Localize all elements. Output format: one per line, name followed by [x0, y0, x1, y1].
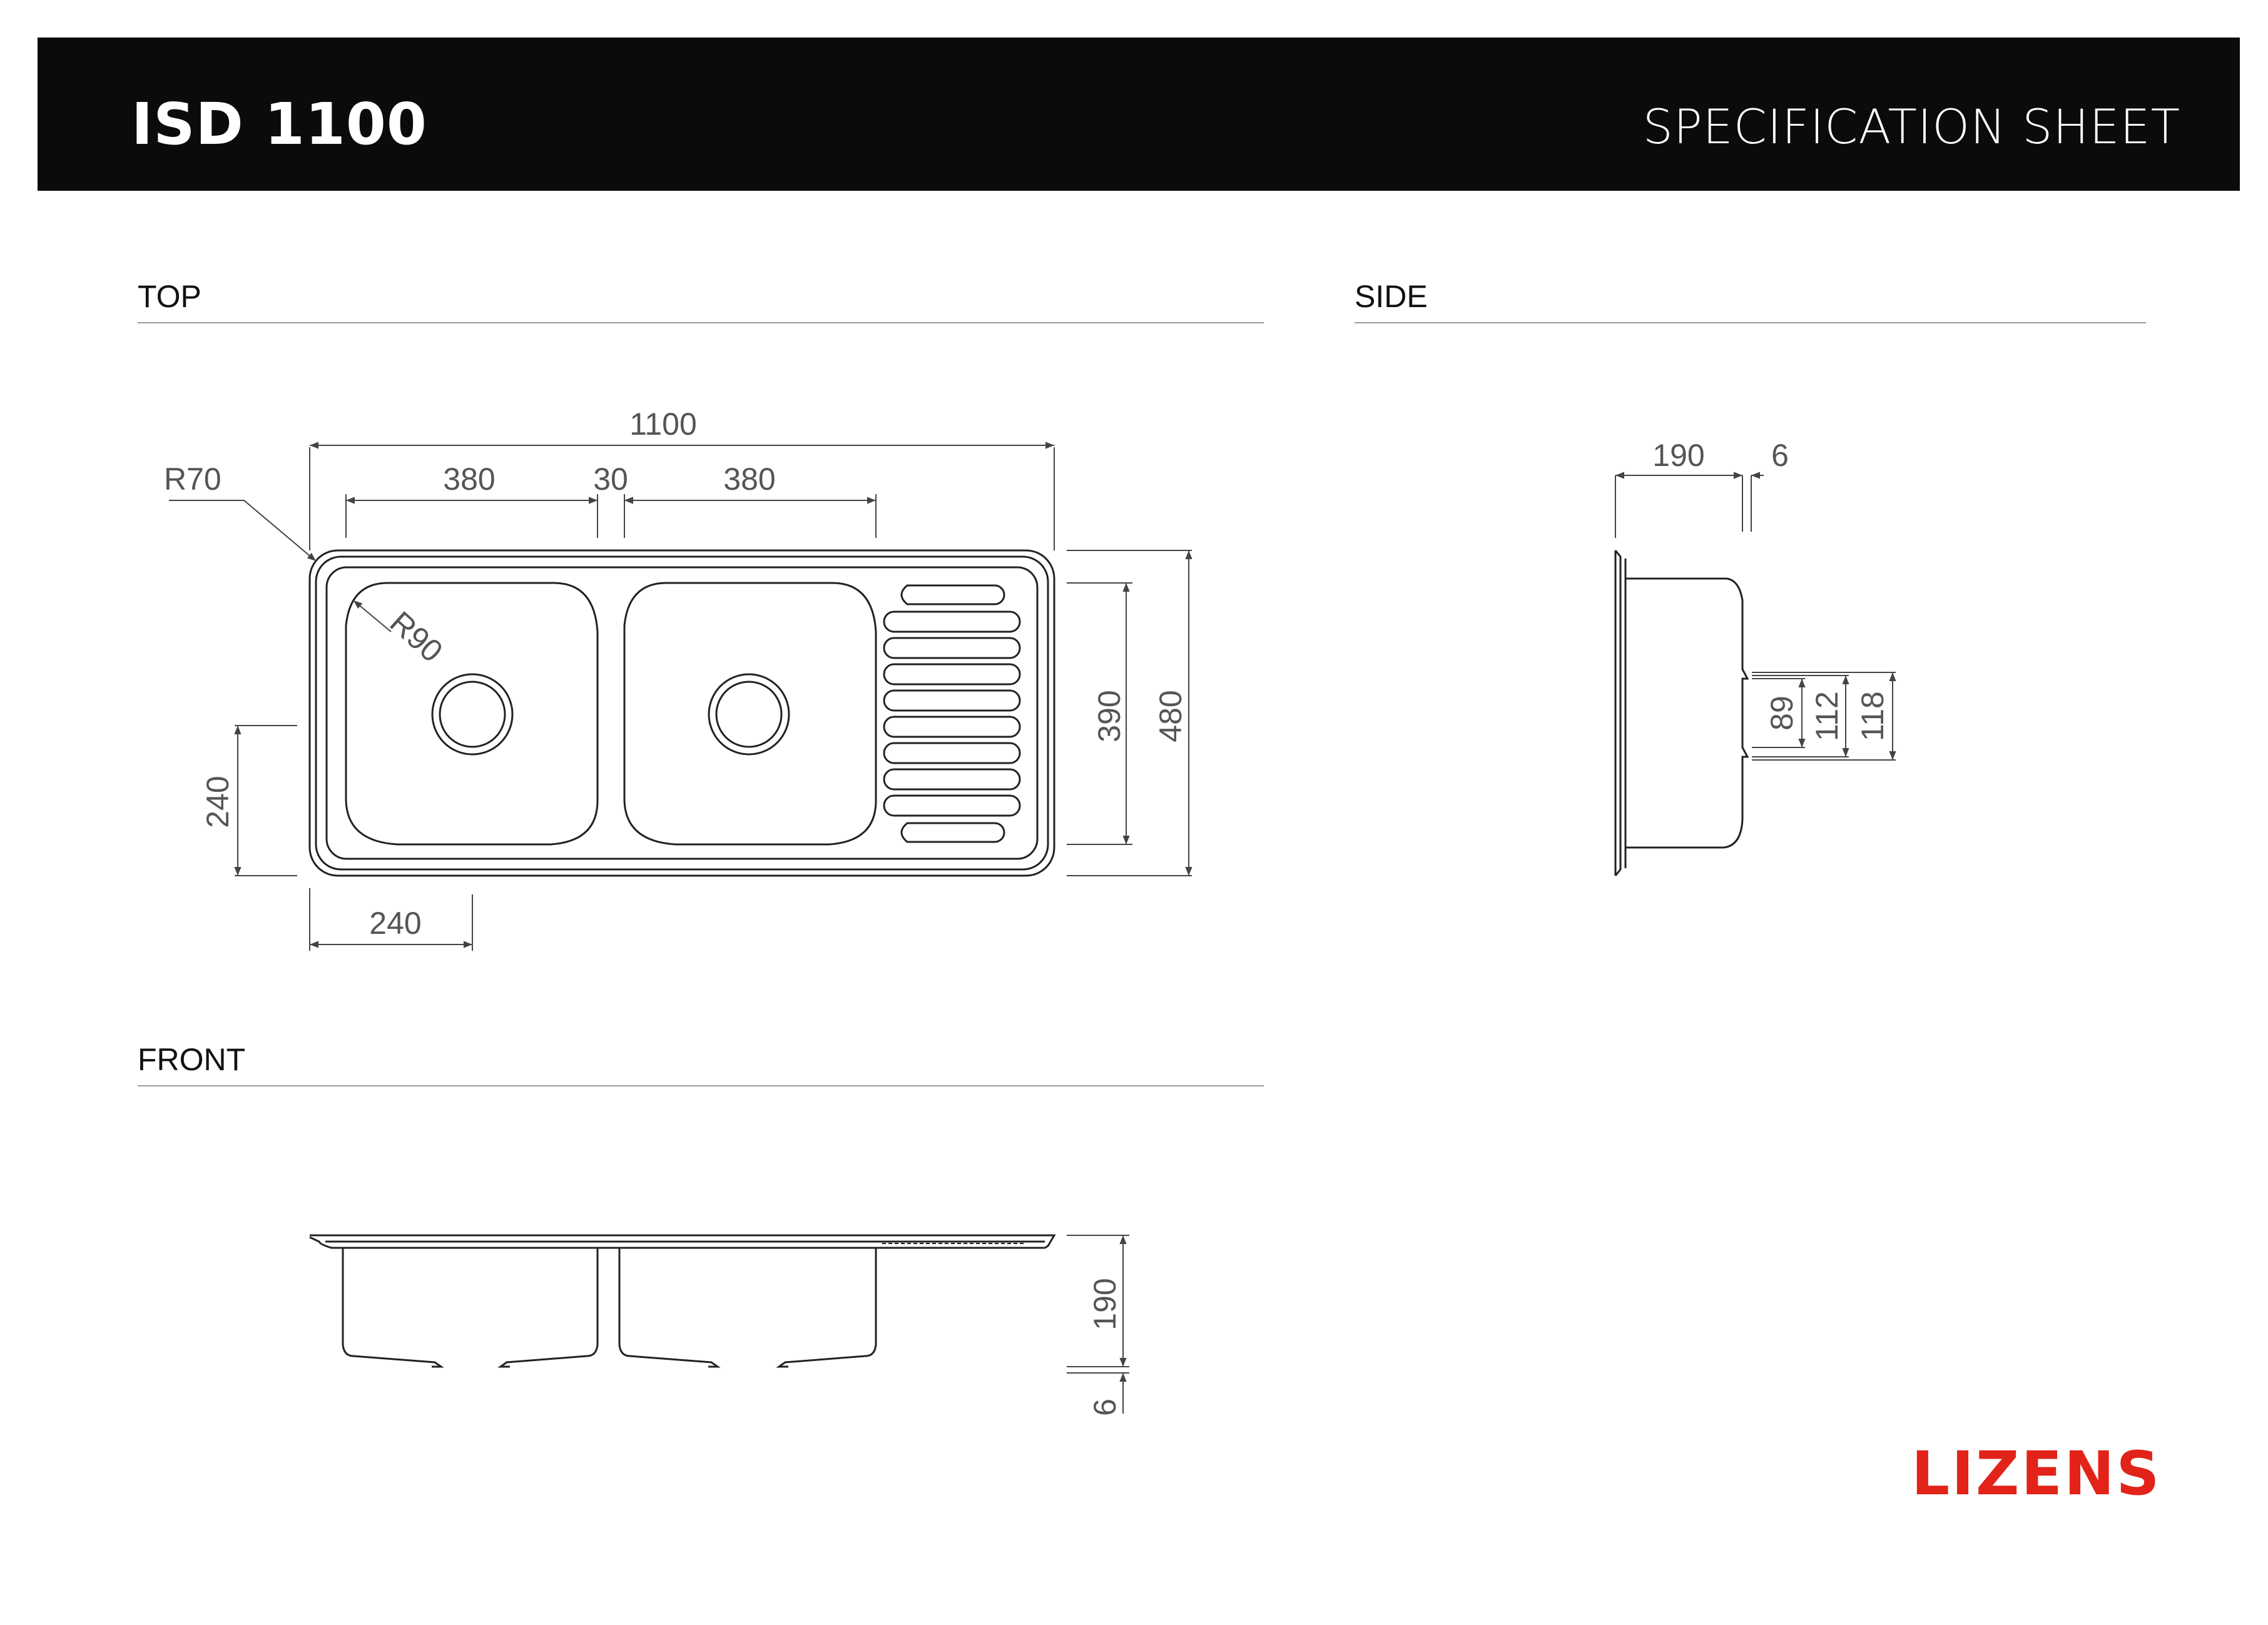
- left-drain-outer: [431, 673, 514, 756]
- side-view-dimensions: [1615, 472, 1896, 761]
- drainer-groove: [883, 716, 1021, 738]
- dim-side-118: 118: [1855, 691, 1890, 741]
- section-rule-front: [138, 1085, 1264, 1086]
- front-rim: [309, 1234, 1056, 1249]
- front-view: [309, 1234, 1056, 1368]
- dim-inner-depth: 390: [1092, 690, 1127, 742]
- section-label-top: TOP: [138, 279, 201, 314]
- side-view: [1614, 550, 1749, 876]
- side-bowl: [1625, 577, 1749, 849]
- sink-rim-inner-1: [315, 555, 1049, 871]
- dim-side-bowl-depth: 190: [1652, 438, 1704, 473]
- brand-logo: LIZENS: [1911, 1439, 2162, 1509]
- right-bowl: [623, 582, 877, 846]
- dim-bowl-right: 380: [723, 462, 775, 497]
- side-rim: [1614, 550, 1622, 876]
- section-rule-side: [1355, 322, 2146, 323]
- drainer-groove: [883, 610, 1021, 633]
- section-rule-top: [138, 322, 1264, 323]
- drainer-groove: [900, 584, 1005, 605]
- front-right-bowl: [618, 1248, 721, 1368]
- drainer-groove: [883, 742, 1021, 764]
- drainer-groove: [883, 794, 1021, 817]
- dim-overall-width: 1100: [629, 407, 697, 442]
- front-view-dimension-labels: 190 6: [1087, 1278, 1122, 1416]
- sink-outer-rim: [308, 549, 1055, 877]
- dim-side-112: 112: [1809, 691, 1844, 741]
- right-drain-inner: [715, 681, 783, 748]
- sink-rim-inner-2: [325, 566, 1039, 860]
- product-code: ISD 1100: [131, 91, 427, 158]
- drainer-groove: [883, 663, 1021, 686]
- dim-front-rim: 6: [1087, 1399, 1122, 1416]
- drainer-groove: [900, 822, 1005, 843]
- front-view-dimensions: [1067, 1235, 1129, 1414]
- top-view-dimension-labels: 1100 380 30 380 R70 R90 390 480 240 240: [164, 407, 1188, 941]
- dim-front-bowl-depth: 190: [1087, 1278, 1122, 1330]
- drainer-groove: [883, 637, 1021, 659]
- dim-bowl-gap: 30: [593, 462, 628, 497]
- top-view-dimensions: [169, 442, 1192, 951]
- dim-corner-radius: R70: [164, 462, 221, 497]
- left-bowl: [345, 582, 599, 846]
- dim-overall-depth: 480: [1153, 690, 1188, 742]
- sheet-title: SPECIFICATION SHEET: [1642, 99, 2180, 154]
- right-drain-outer: [708, 673, 790, 756]
- header-bar: [38, 38, 2240, 191]
- left-drain-inner: [439, 681, 506, 748]
- drainer-groove: [883, 689, 1021, 712]
- dim-side-rim: 6: [1771, 438, 1789, 473]
- section-label-side: SIDE: [1355, 279, 1428, 314]
- front-left-bowl: [342, 1248, 444, 1368]
- section-label-front: FRONT: [138, 1042, 246, 1077]
- dim-bowl-left: 380: [443, 462, 495, 497]
- dim-side-89: 89: [1764, 696, 1799, 731]
- side-view-dimension-labels: 190 6 89 112 118: [1652, 438, 1890, 741]
- dim-drain-offset-x: 240: [369, 906, 421, 941]
- dim-drain-offset-y: 240: [200, 776, 235, 828]
- dim-bowl-radius: R90: [384, 605, 450, 669]
- top-view: [308, 549, 1055, 877]
- drainer-groove: [883, 768, 1021, 791]
